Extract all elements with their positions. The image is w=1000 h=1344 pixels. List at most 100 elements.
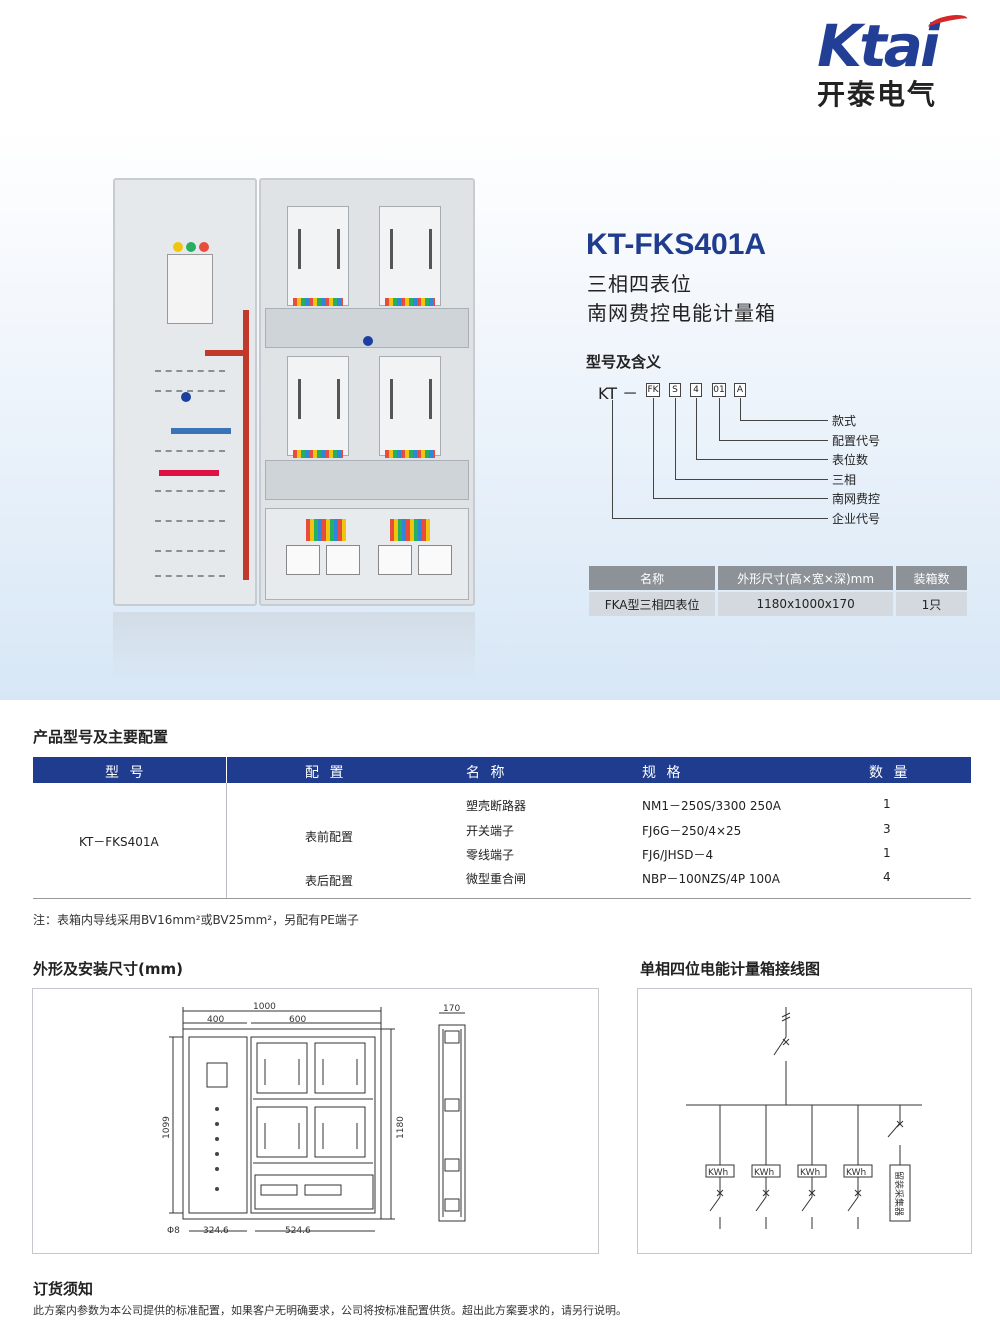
divider [226,757,227,783]
model-meaning-title: 型号及含义 [586,353,662,371]
spec-cell: 1180x1000x170 [718,592,893,616]
dim-label: 324.6 [203,1226,229,1236]
logo-text: Ktai [817,12,940,80]
phase-indicators [173,242,209,252]
model-code-diagram: KT － FK S 4 01 A 款式 配置代号 表位数 三相 南网费控 企业代… [598,380,898,530]
door-marking [155,520,225,522]
wire-image [306,519,346,541]
meter-image [379,356,441,456]
door-marking [155,390,225,392]
code-box: 4 [690,383,702,397]
wiring-diagram: KWh KWh KWh KWh 留装采集器 [686,1007,922,1229]
spec-header: 外形尺寸(高×宽×深)mm [718,566,893,590]
code-label: 企业代号 [832,512,881,526]
dimension-panel: 1000 400 600 1099 1180 170 324.6 524.6 Φ… [32,988,599,1254]
wire-image [243,310,249,580]
config-header: 规 格 [642,765,684,781]
code-label: 南网费控 [832,492,881,506]
config-table-header: 型 号 配 置 名 称 规 格 数 量 [33,757,971,783]
config-header: 型 号 [105,765,147,781]
hero-section: Ktai 开泰电气 [0,0,1000,700]
code-label: 表位数 [832,453,869,467]
warning-label-image [159,470,219,476]
code-label: 配置代号 [832,434,881,448]
terminal-image [385,450,435,458]
logo-mark: Ktai [782,11,972,80]
cabinet-door [113,178,257,606]
code-label: 三相 [832,473,857,487]
door-marking [155,490,225,492]
code-box: A [734,383,746,397]
meter-label: KWh [846,1168,866,1178]
code-prefix: KT － [598,384,639,403]
spec-table: 名称 外形尺寸(高×宽×深)mm 装箱数 FKA型三相四表位 1180x1000… [586,564,970,618]
spec-header: 名称 [589,566,716,590]
config-qty: 4 [883,870,891,884]
dim-label: 1099 [162,1116,172,1139]
collector-label: 留装采集器 [893,1171,905,1216]
terminal-image [293,298,343,306]
main-breaker-image [167,254,213,324]
meter-image [287,206,349,306]
wire-image [390,519,430,541]
meter-image [287,356,349,456]
product-model: KT-FKS401A [586,228,767,261]
door-logo-image [171,428,231,434]
meter-image [379,206,441,306]
door-marking [155,370,225,372]
config-spec: NM1－250S/3300 250A [642,799,781,813]
dim-label: 170 [443,1004,460,1014]
wire-image [205,350,249,356]
config-spec: FJ6G－250/4×25 [642,824,742,838]
photo-reflection [113,612,475,682]
brand-logo: Ktai 开泰电气 [782,11,972,112]
config-note: 注：表箱内导线采用BV16mm²或BV25mm²，另配有PE端子 [33,913,359,927]
config-qty: 3 [883,822,891,836]
divider [33,898,971,899]
dim-label: 524.6 [285,1226,311,1236]
dim-label: 400 [207,1015,224,1025]
config-name: 零线端子 [466,848,515,862]
product-photo [113,178,475,606]
code-box: 01 [712,383,726,397]
code-box: FK [646,383,660,397]
dimension-drawing: 1000 400 600 1099 1180 170 324.6 524.6 Φ… [162,1002,466,1236]
mcb-image [378,545,412,575]
wiring-title: 单相四位电能计量箱接线图 [640,960,821,978]
mcb-image [326,545,360,575]
lock-icon [363,336,373,346]
config-spec: FJ6/JHSD－4 [642,848,714,862]
config-group: 表后配置 [305,874,354,888]
spec-cell: FKA型三相四表位 [589,592,716,616]
divider [226,783,227,898]
code-box: S [669,383,681,397]
brand-name: 开泰电气 [816,78,937,111]
config-header: 配 置 [305,765,347,781]
cabinet-body [259,178,475,606]
dim-label: 600 [289,1015,306,1025]
order-text: 此方案内参数为本公司提供的标准配置，如果客户无明确要求，公司将按标准配置供货。超… [33,1304,627,1317]
wiring-panel: KWh KWh KWh KWh 留装采集器 [637,988,972,1254]
mcb-image [418,545,452,575]
meter-label: KWh [708,1168,728,1178]
config-name: 微型重合闸 [466,872,527,886]
config-group: 表前配置 [305,830,354,844]
spec-cell: 1只 [895,592,967,616]
meter-label: KWh [754,1168,774,1178]
config-header: 数 量 [869,765,911,781]
order-title: 订货须知 [33,1280,94,1298]
code-label: 款式 [832,414,857,428]
product-subtitle: 南网费控电能计量箱 [587,301,776,325]
config-name: 开关端子 [466,824,515,838]
config-title: 产品型号及主要配置 [33,728,169,746]
meter-label: KWh [800,1168,820,1178]
dimension-title: 外形及安装尺寸(mm) [33,960,183,978]
dim-label: Φ8 [167,1226,180,1236]
terminal-image [293,450,343,458]
meter-tray [265,460,469,500]
mcb-image [286,545,320,575]
config-model: KT－FKS401A [79,835,159,849]
dim-label: 1000 [253,1002,276,1012]
door-marking [155,575,225,577]
